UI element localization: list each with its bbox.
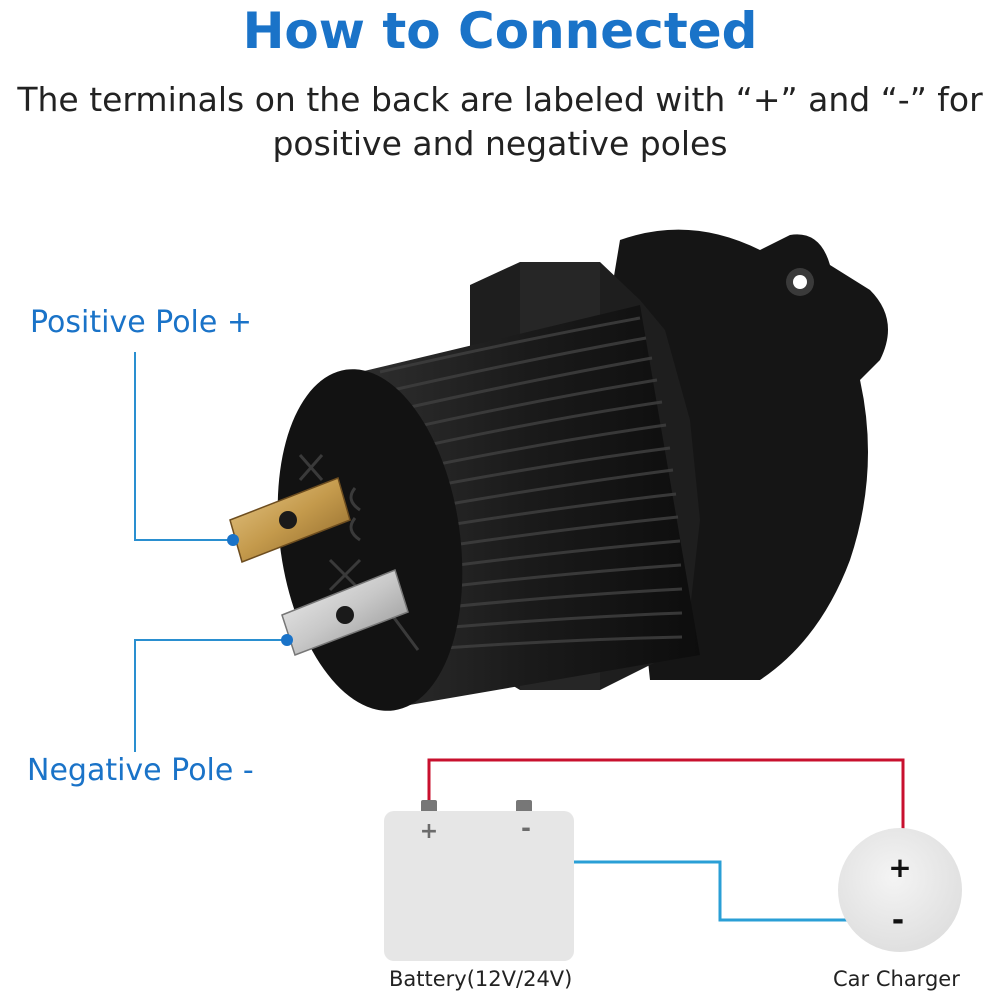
page-title: How to Connected xyxy=(242,2,758,60)
battery-plus-sign: + xyxy=(420,819,438,844)
charger-plus-sign: + xyxy=(888,851,911,884)
charger-minus-sign: - xyxy=(892,903,904,938)
battery-negative-post xyxy=(516,800,532,814)
battery-box xyxy=(384,811,574,961)
socket-picture xyxy=(229,229,888,711)
positive-callout xyxy=(134,352,239,546)
battery-positive-post xyxy=(421,800,437,814)
negative-pole-label: Negative Pole - xyxy=(27,753,254,788)
positive-wire xyxy=(427,758,905,848)
page-subtitle: The terminals on the back are labeled wi… xyxy=(10,78,990,166)
subtitle-line-1: The terminals on the back are labeled wi… xyxy=(17,80,983,119)
subtitle-line-2: positive and negative poles xyxy=(272,124,728,163)
positive-pole-label: Positive Pole + xyxy=(30,305,253,340)
car-charger-label: Car Charger xyxy=(833,967,960,991)
wiring-schematic xyxy=(384,758,962,961)
car-charger-circle xyxy=(838,828,962,952)
battery-label: Battery(12V/24V) xyxy=(389,967,573,991)
negative-callout xyxy=(134,634,293,752)
negative-wire xyxy=(522,840,875,922)
battery-minus-sign: - xyxy=(521,814,531,842)
